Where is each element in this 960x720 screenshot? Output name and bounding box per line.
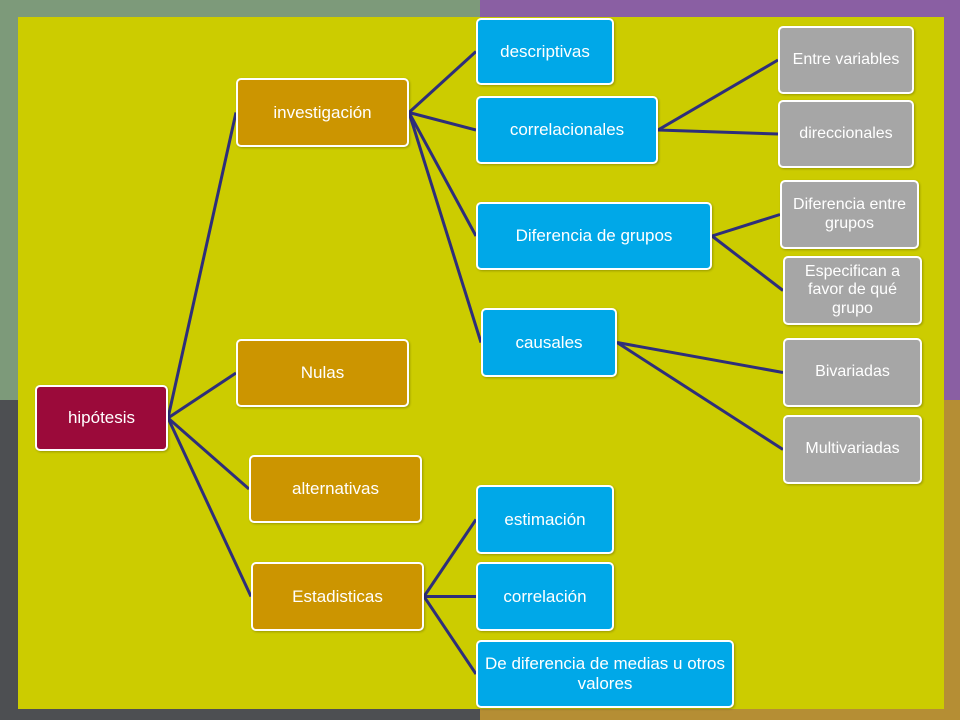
node-causales[interactable]: causales [481, 308, 617, 377]
connector-inv-caus [407, 112, 483, 343]
node-especifican-a-favor[interactable]: Especifican a favor de qué grupo [783, 256, 922, 325]
node-diferencia-de-medias[interactable]: De diferencia de medias u otros valores [476, 640, 734, 708]
connector-caus-biv [616, 341, 784, 374]
node-diferencia-entre-grupos[interactable]: Diferencia entre grupos [780, 180, 919, 249]
node-diferencia-de-grupos[interactable]: Diferencia de grupos [476, 202, 712, 270]
connector-est-difmed [422, 595, 478, 675]
node-bivariadas[interactable]: Bivariadas [783, 338, 922, 407]
node-nulas[interactable]: Nulas [236, 339, 409, 407]
node-hipotesis[interactable]: hipótesis [35, 385, 168, 451]
connector-caus-multi [616, 341, 784, 451]
node-alternativas[interactable]: alternativas [249, 455, 422, 523]
connector-root-alt [167, 416, 250, 491]
connector-dif-esp [711, 234, 784, 292]
connector-corr-dir [657, 128, 779, 136]
node-estimacion[interactable]: estimación [476, 485, 614, 554]
node-estadisticas[interactable]: Estadisticas [251, 562, 424, 631]
node-direccionales[interactable]: direccionales [778, 100, 914, 168]
connector-est-estim [422, 518, 478, 598]
connector-inv-corr [408, 111, 477, 132]
node-descriptivas[interactable]: descriptivas [476, 18, 614, 85]
node-entre-variables[interactable]: Entre variables [778, 26, 914, 94]
node-multivariadas[interactable]: Multivariadas [783, 415, 922, 484]
connector-dif-difent [711, 213, 781, 238]
connector-root-nulas [167, 371, 237, 420]
connector-corr-entre [657, 58, 779, 132]
connector-root-inv [166, 112, 238, 419]
connector-inv-dif [407, 111, 478, 237]
node-correlacion[interactable]: correlación [476, 562, 614, 631]
node-investigacion[interactable]: investigación [236, 78, 409, 147]
connector-inv-desc [407, 50, 478, 114]
connector-root-est [166, 417, 253, 598]
connector-lines [166, 50, 784, 675]
node-correlacionales[interactable]: correlacionales [476, 96, 658, 164]
